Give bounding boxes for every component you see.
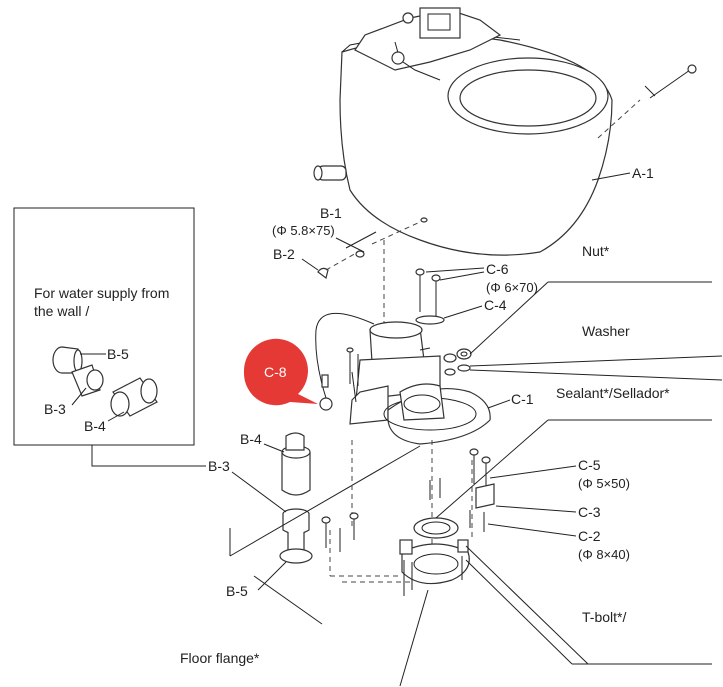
inset-box — [13, 207, 195, 446]
b1-dim-label: (Φ 5.8×75) — [272, 223, 335, 238]
diag-leader-3 — [253, 575, 323, 625]
floor-flange-label: Floor flange* — [180, 650, 260, 666]
c8-badge: C-8 — [243, 338, 318, 406]
c3-bracket-part — [475, 483, 495, 509]
tbolt-leader-2 — [465, 559, 573, 665]
floor-flange-part — [399, 539, 470, 596]
inset-b5-part — [52, 346, 83, 374]
c8-plug-part — [321, 374, 329, 388]
b2-cap-part — [317, 267, 329, 280]
tbolt-label: T-bolt*/ — [582, 609, 626, 625]
b5-label: B-5 — [226, 583, 248, 599]
sealant-leader-1 — [435, 419, 549, 519]
b4-label: B-4 — [240, 431, 262, 447]
inset-b4-label: B-4 — [84, 418, 106, 434]
c2-leader — [487, 523, 577, 537]
b2-leader — [301, 258, 319, 271]
inset-b3-part — [71, 364, 104, 397]
washer-label: Washer — [582, 323, 630, 339]
c5-leader — [489, 465, 577, 479]
inset-title-line1: For water supply from — [34, 285, 169, 301]
c8-badge-label: C-8 — [264, 364, 287, 380]
c1-label: C-1 — [511, 391, 534, 407]
nut-leader-1 — [469, 281, 549, 355]
c2-label: C-2 — [578, 528, 601, 544]
nut-label: Nut* — [582, 243, 610, 259]
washer-leader-2 — [469, 369, 723, 381]
inset-b4-leader — [107, 411, 125, 422]
c8-cable-part — [315, 312, 375, 399]
b1-screw-part — [345, 231, 377, 258]
c4-leader — [443, 305, 483, 319]
b1-leader — [335, 237, 365, 253]
side-screws-part — [346, 347, 359, 386]
b1-label: B-1 — [320, 205, 342, 221]
c8-ring-part — [319, 397, 333, 411]
b2-label: B-2 — [273, 246, 295, 262]
a1-label: A-1 — [632, 165, 654, 181]
b4-cylinder-part — [281, 432, 311, 496]
b3-leader — [231, 471, 287, 513]
lower-screws-part — [321, 448, 491, 552]
c3-label: C-3 — [578, 504, 601, 520]
tbolt-leader-1 — [465, 545, 589, 665]
sealant-label: Sealant*/Sellador* — [556, 385, 670, 401]
c1-leader — [487, 399, 511, 409]
c6-label: C-6 — [486, 261, 509, 277]
toilet-bowl-part — [313, 7, 613, 256]
inset-title-line2: the wall / — [34, 303, 89, 319]
inset-b5-label: B-5 — [107, 346, 129, 362]
c5-label: C-5 — [578, 457, 601, 473]
c2-dim-label: (Φ 8×40) — [578, 547, 630, 562]
inset-b4-part — [110, 377, 158, 417]
c6-leader-2 — [439, 271, 485, 281]
sealant-ring-part — [413, 517, 459, 539]
floor-flange-leader — [399, 589, 429, 687]
top-screw-guide — [597, 99, 641, 139]
a1-leader — [591, 172, 631, 181]
b5-part — [279, 532, 313, 564]
inset-leader — [91, 445, 206, 467]
c6-dim-label: (Φ 6×70) — [486, 280, 538, 295]
c1-assembly-part — [349, 321, 491, 445]
b5-leader — [257, 561, 287, 591]
c6-leader-1 — [425, 267, 485, 273]
inset-b3-label: B-3 — [44, 401, 66, 417]
b2-guide — [325, 251, 359, 271]
c6-bolts-part — [415, 268, 441, 318]
c4-label: C-4 — [484, 297, 507, 313]
nut-washer-part — [443, 348, 472, 376]
top-screw-part — [644, 64, 697, 99]
washer-leader-1 — [469, 355, 723, 367]
inset-b3-leader — [71, 387, 87, 406]
b4-leader — [263, 443, 285, 453]
c5-dim-label: (Φ 5×50) — [578, 476, 630, 491]
b3-label: B-3 — [208, 458, 230, 474]
c3-leader — [495, 505, 577, 513]
c4-gasket-part — [415, 315, 445, 325]
diag-leader-1 — [229, 445, 421, 557]
